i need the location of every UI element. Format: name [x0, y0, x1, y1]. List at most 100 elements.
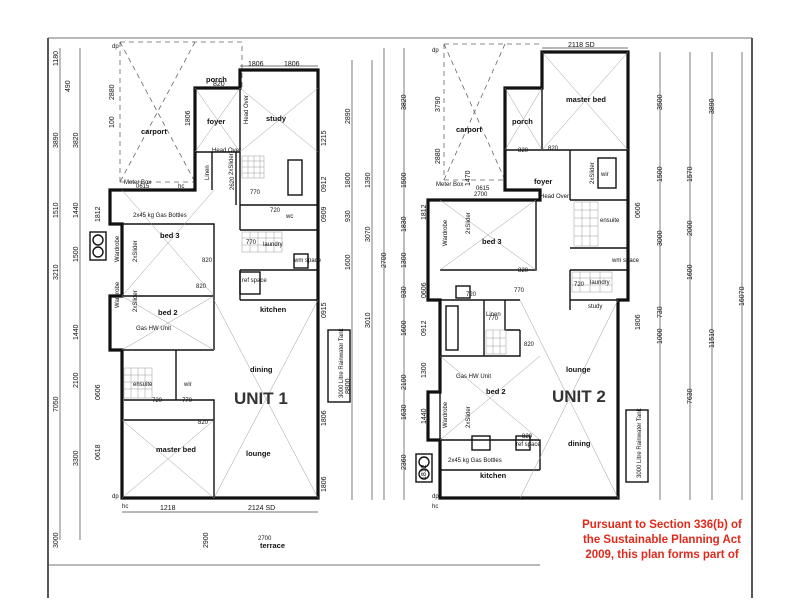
unit2-bed3-label: bed 3	[482, 237, 502, 246]
svg-text:7050: 7050	[53, 396, 60, 412]
unit1-dim-top-1: 1806	[284, 61, 300, 68]
svg-text:820: 820	[522, 434, 533, 440]
svg-text:1390: 1390	[365, 172, 372, 188]
unit1-linen-label: Linen	[205, 165, 211, 180]
svg-text:1440: 1440	[73, 202, 80, 218]
unit1-porch-label: porch	[206, 75, 227, 84]
svg-text:770: 770	[488, 316, 499, 322]
svg-text:0606: 0606	[421, 282, 428, 298]
unit2-hc-bottom: hc	[432, 504, 438, 510]
svg-text:1300: 1300	[401, 252, 408, 268]
unit1-dining-label: dining	[250, 365, 273, 374]
svg-text:3500: 3500	[657, 94, 664, 110]
svg-text:930: 930	[345, 210, 352, 222]
svg-text:1500: 1500	[401, 172, 408, 188]
svg-text:1215: 1215	[321, 130, 328, 146]
svg-text:1000: 1000	[657, 328, 664, 344]
svg-text:0615: 0615	[476, 186, 490, 192]
svg-text:1440: 1440	[421, 408, 428, 424]
svg-text:770: 770	[514, 288, 525, 294]
unit2-carport-diag2	[443, 43, 506, 181]
unit2-linen-label: Linen	[486, 312, 501, 318]
unit2-hw-unit-note: Gas HW Unit	[456, 374, 491, 380]
svg-text:490: 490	[65, 80, 72, 92]
svg-text:0915: 0915	[321, 302, 328, 318]
svg-text:1440: 1440	[73, 324, 80, 340]
svg-text:2880: 2880	[109, 84, 116, 100]
svg-text:1510: 1510	[53, 202, 60, 218]
svg-text:820: 820	[518, 148, 529, 154]
unit2-dp-top: dp	[432, 48, 439, 54]
svg-text:3010: 3010	[365, 312, 372, 328]
svg-text:2900: 2900	[203, 532, 210, 548]
svg-text:1806: 1806	[321, 476, 328, 492]
svg-text:3070: 3070	[365, 226, 372, 242]
unit1-dp-bottom: dp	[112, 494, 119, 500]
svg-text:3890: 3890	[709, 98, 716, 114]
unit2-head-over: Head Over	[540, 194, 569, 200]
legal-notice-line-1: Pursuant to Section 336(b) of	[582, 519, 742, 531]
svg-text:3790: 3790	[435, 96, 442, 112]
svg-text:3300: 3300	[73, 450, 80, 466]
unit1-title: UNIT 1	[234, 389, 288, 408]
unit2-wir-label: wir	[600, 172, 609, 178]
svg-text:0606: 0606	[95, 384, 102, 400]
legal-notice-line-3: 2009, this plan forms part of	[585, 549, 739, 561]
svg-text:720: 720	[466, 292, 477, 298]
unit1-wc-label: wc	[285, 214, 293, 220]
unit1-head-over-a: Head Over	[244, 95, 250, 124]
unit1-study-label: study	[266, 114, 287, 123]
svg-text:3890: 3890	[53, 132, 60, 148]
unit2-wardrobe-label-a: Wardrobe	[443, 219, 449, 246]
unit1-carport-label: carport	[141, 127, 167, 136]
svg-text:2700: 2700	[381, 252, 388, 268]
unit1-hc-left: hc	[122, 504, 128, 510]
svg-text:1812: 1812	[421, 204, 428, 220]
svg-text:820: 820	[198, 420, 209, 426]
unit2-tank-label: 3000 Litre Rainwater Tank	[637, 407, 643, 478]
svg-text:1500: 1500	[657, 166, 664, 182]
unit2-kitchen-label: kitchen	[480, 471, 507, 480]
svg-text:1806: 1806	[185, 110, 192, 126]
unit2-laundry-label: laundry	[590, 280, 610, 286]
svg-text:0615: 0615	[136, 184, 150, 190]
unit2-lounge-label: lounge	[566, 365, 591, 374]
unit2-dim-top-0: 2118 SD	[568, 42, 595, 49]
svg-text:3210: 3210	[53, 264, 60, 280]
svg-text:2100: 2100	[401, 374, 408, 390]
legal-notice-line-2: the Sustainable Planning Act	[582, 534, 742, 546]
svg-text:3820: 3820	[73, 132, 80, 148]
unit1-slider-b: 2xSlider	[133, 290, 139, 312]
svg-text:1812: 1812	[95, 206, 102, 222]
unit2-gas-bottles-note: 2x45 kg Gas Bottles	[448, 458, 502, 464]
svg-text:2880: 2880	[435, 148, 442, 164]
svg-text:1800: 1800	[345, 172, 352, 188]
svg-text:2360: 2360	[401, 454, 408, 470]
svg-text:0618: 0618	[95, 444, 102, 460]
unit2-title: UNIT 2	[552, 387, 606, 406]
svg-text:1600: 1600	[345, 254, 352, 270]
svg-text:8800: 8800	[345, 378, 352, 394]
unit1-wardrobe-label-b: Wardrobe	[115, 281, 121, 308]
svg-text:1630: 1630	[401, 404, 408, 420]
unit1-lounge-label: lounge	[246, 449, 271, 458]
unit1-dim-top-2: 820	[213, 81, 225, 88]
svg-text:0912: 0912	[321, 176, 328, 192]
svg-text:730: 730	[657, 306, 664, 318]
svg-text:770: 770	[250, 190, 261, 196]
svg-text:1600: 1600	[401, 320, 408, 336]
svg-text:820: 820	[196, 284, 207, 290]
unit1-dim-bottom-1: 2124 SD	[248, 505, 275, 512]
svg-text:2100: 2100	[73, 372, 80, 388]
unit1-bed3-label: bed 3	[160, 231, 180, 240]
unit1-dp-top: dp	[112, 44, 119, 50]
svg-text:7630: 7630	[687, 388, 694, 404]
svg-text:1470: 1470	[465, 170, 472, 186]
svg-text:820: 820	[202, 258, 213, 264]
unit1-ensuite-label: ensuite	[133, 382, 153, 388]
unit1-slider-a: 2xSlider	[133, 240, 139, 262]
unit2-dining-label: dining	[568, 439, 591, 448]
unit2-carport-label: carport	[456, 125, 482, 134]
unit1-dim-top-0: 1806	[248, 61, 264, 68]
